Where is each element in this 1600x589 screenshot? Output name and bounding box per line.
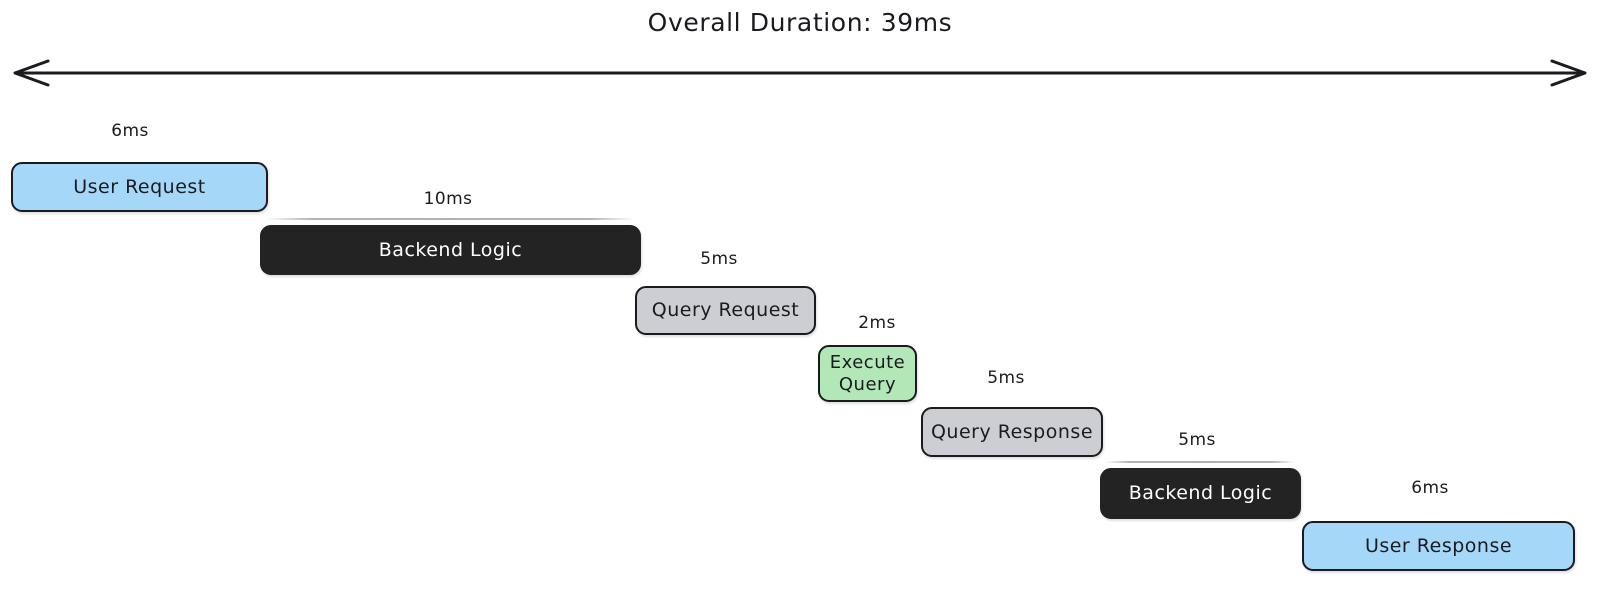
timeline-bar-label: User Response	[1364, 534, 1513, 557]
sketch-edge-decoration	[266, 218, 635, 220]
timeline-bar[interactable]: Execute Query	[818, 345, 917, 402]
timeline-bar-label: Backend Logic	[1128, 482, 1273, 505]
timeline-bar-label: User Request	[73, 175, 206, 198]
timeline-bar[interactable]: Query Request	[635, 286, 816, 335]
segment-duration-label: 10ms	[423, 189, 473, 209]
timeline-bar-label: Query Response	[930, 420, 1094, 443]
timeline-bar[interactable]: Query Response	[921, 407, 1103, 457]
timeline-bar[interactable]: Backend Logic	[1100, 468, 1301, 519]
arrow-left-icon	[13, 59, 50, 87]
sketch-edge-decoration	[1106, 461, 1295, 463]
segment-duration-label: 6ms	[111, 121, 149, 141]
timeline-bar[interactable]: Backend Logic	[260, 225, 641, 275]
timeline-bar-label: Backend Logic	[378, 238, 523, 261]
segment-duration-label: 5ms	[987, 368, 1025, 388]
timeline-bar-label: Query Request	[651, 299, 800, 322]
segment-duration-label: 2ms	[858, 313, 896, 333]
duration-axis	[0, 50, 1600, 96]
segment-duration-label: 5ms	[700, 249, 738, 269]
segment-duration-label: 6ms	[1411, 478, 1449, 498]
timeline-bar[interactable]: User Request	[11, 162, 268, 212]
segment-duration-label: 5ms	[1178, 430, 1216, 450]
timeline-bar-label: Execute Query	[829, 352, 906, 395]
page-title: Overall Duration: 39ms	[647, 8, 953, 37]
timeline-bar[interactable]: User Response	[1302, 521, 1575, 571]
arrow-right-icon	[1550, 59, 1587, 87]
